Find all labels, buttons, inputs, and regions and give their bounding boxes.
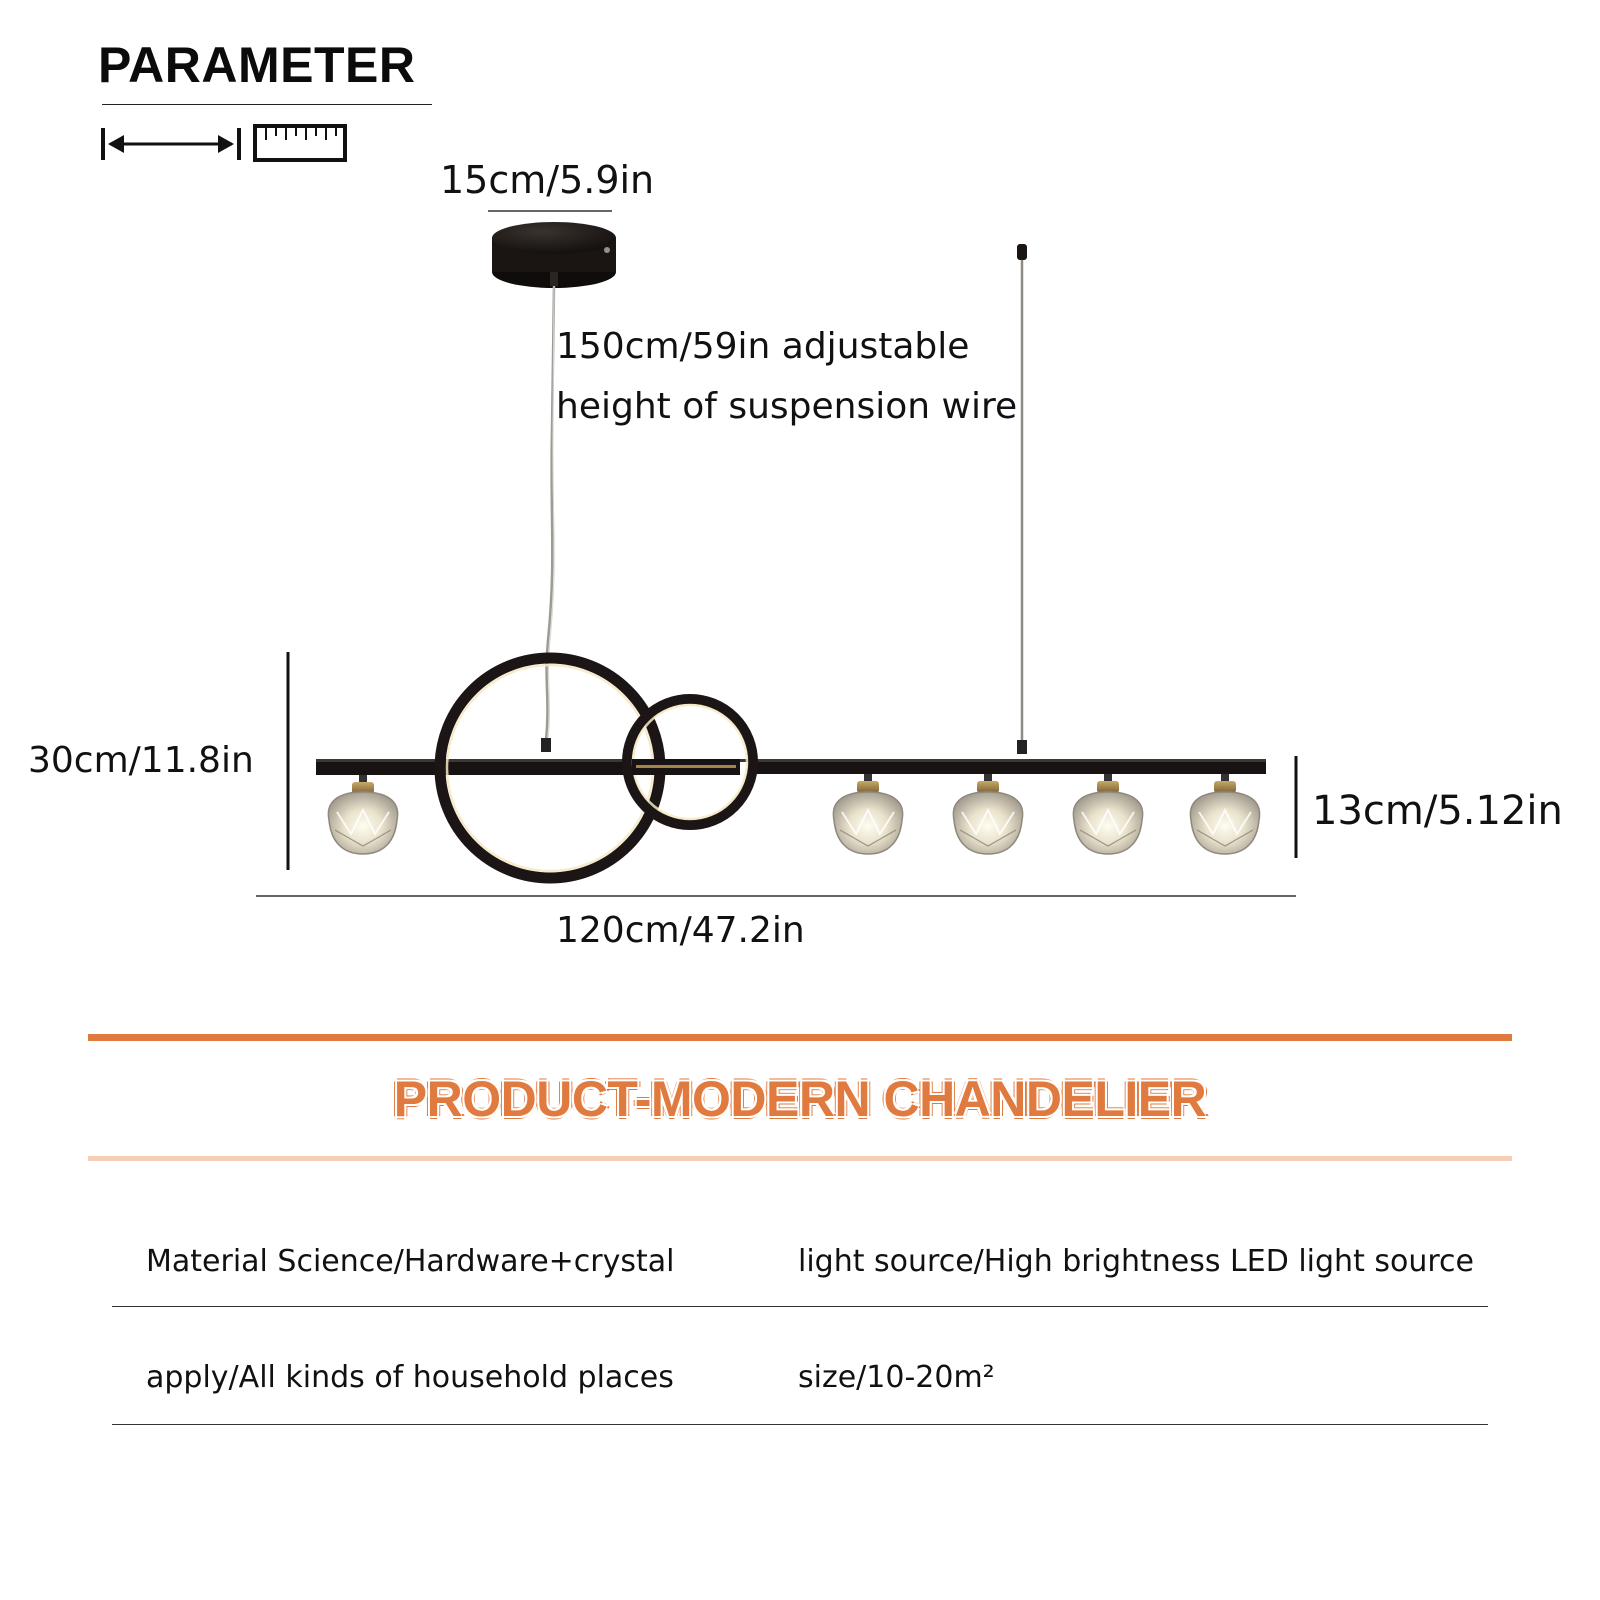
banner-bottom-rule xyxy=(88,1156,1512,1161)
canopy-diameter-label: 15cm/5.9in xyxy=(440,158,655,202)
wire-length-label-line1: 150cm/59in adjustable xyxy=(556,326,970,367)
page-title: PARAMETER xyxy=(98,37,416,93)
spec-row-divider xyxy=(112,1306,1488,1307)
crystal-shade-2 xyxy=(832,774,904,855)
title-underline xyxy=(102,104,432,105)
crystal-shade-3 xyxy=(952,774,1024,855)
banner-top-rule xyxy=(88,1034,1512,1041)
fixture-length-label: 120cm/47.2in xyxy=(556,910,805,951)
spec-apply: apply/All kinds of household places xyxy=(146,1360,674,1395)
spec-material: Material Science/Hardware+crystal xyxy=(146,1244,675,1279)
crystal-shade-1 xyxy=(327,775,399,855)
measure-icons xyxy=(101,124,347,162)
spec-size: size/10-20m² xyxy=(798,1360,995,1395)
product-banner-title: PRODUCT-MODERN CHANDELIER xyxy=(393,1071,1207,1127)
ruler-icon xyxy=(253,124,347,162)
wire-length-label-line2: height of suspension wire xyxy=(556,386,1018,427)
suspension-wire-left xyxy=(544,285,556,741)
chandelier-illustration xyxy=(256,210,1298,897)
shade-height-label: 13cm/5.12in xyxy=(1312,788,1563,834)
main-bar xyxy=(316,759,1266,775)
ceiling-canopy xyxy=(492,222,616,288)
spec-light-source: light source/High brightness LED light s… xyxy=(798,1244,1474,1279)
double-arrow-icon xyxy=(101,128,241,160)
suspension-wire-right xyxy=(1017,244,1027,742)
crystal-shade-4 xyxy=(1072,774,1144,855)
crystal-shade-5 xyxy=(1189,774,1261,855)
fixture-height-label: 30cm/11.8in xyxy=(28,740,254,781)
spec-row-divider xyxy=(112,1424,1488,1425)
